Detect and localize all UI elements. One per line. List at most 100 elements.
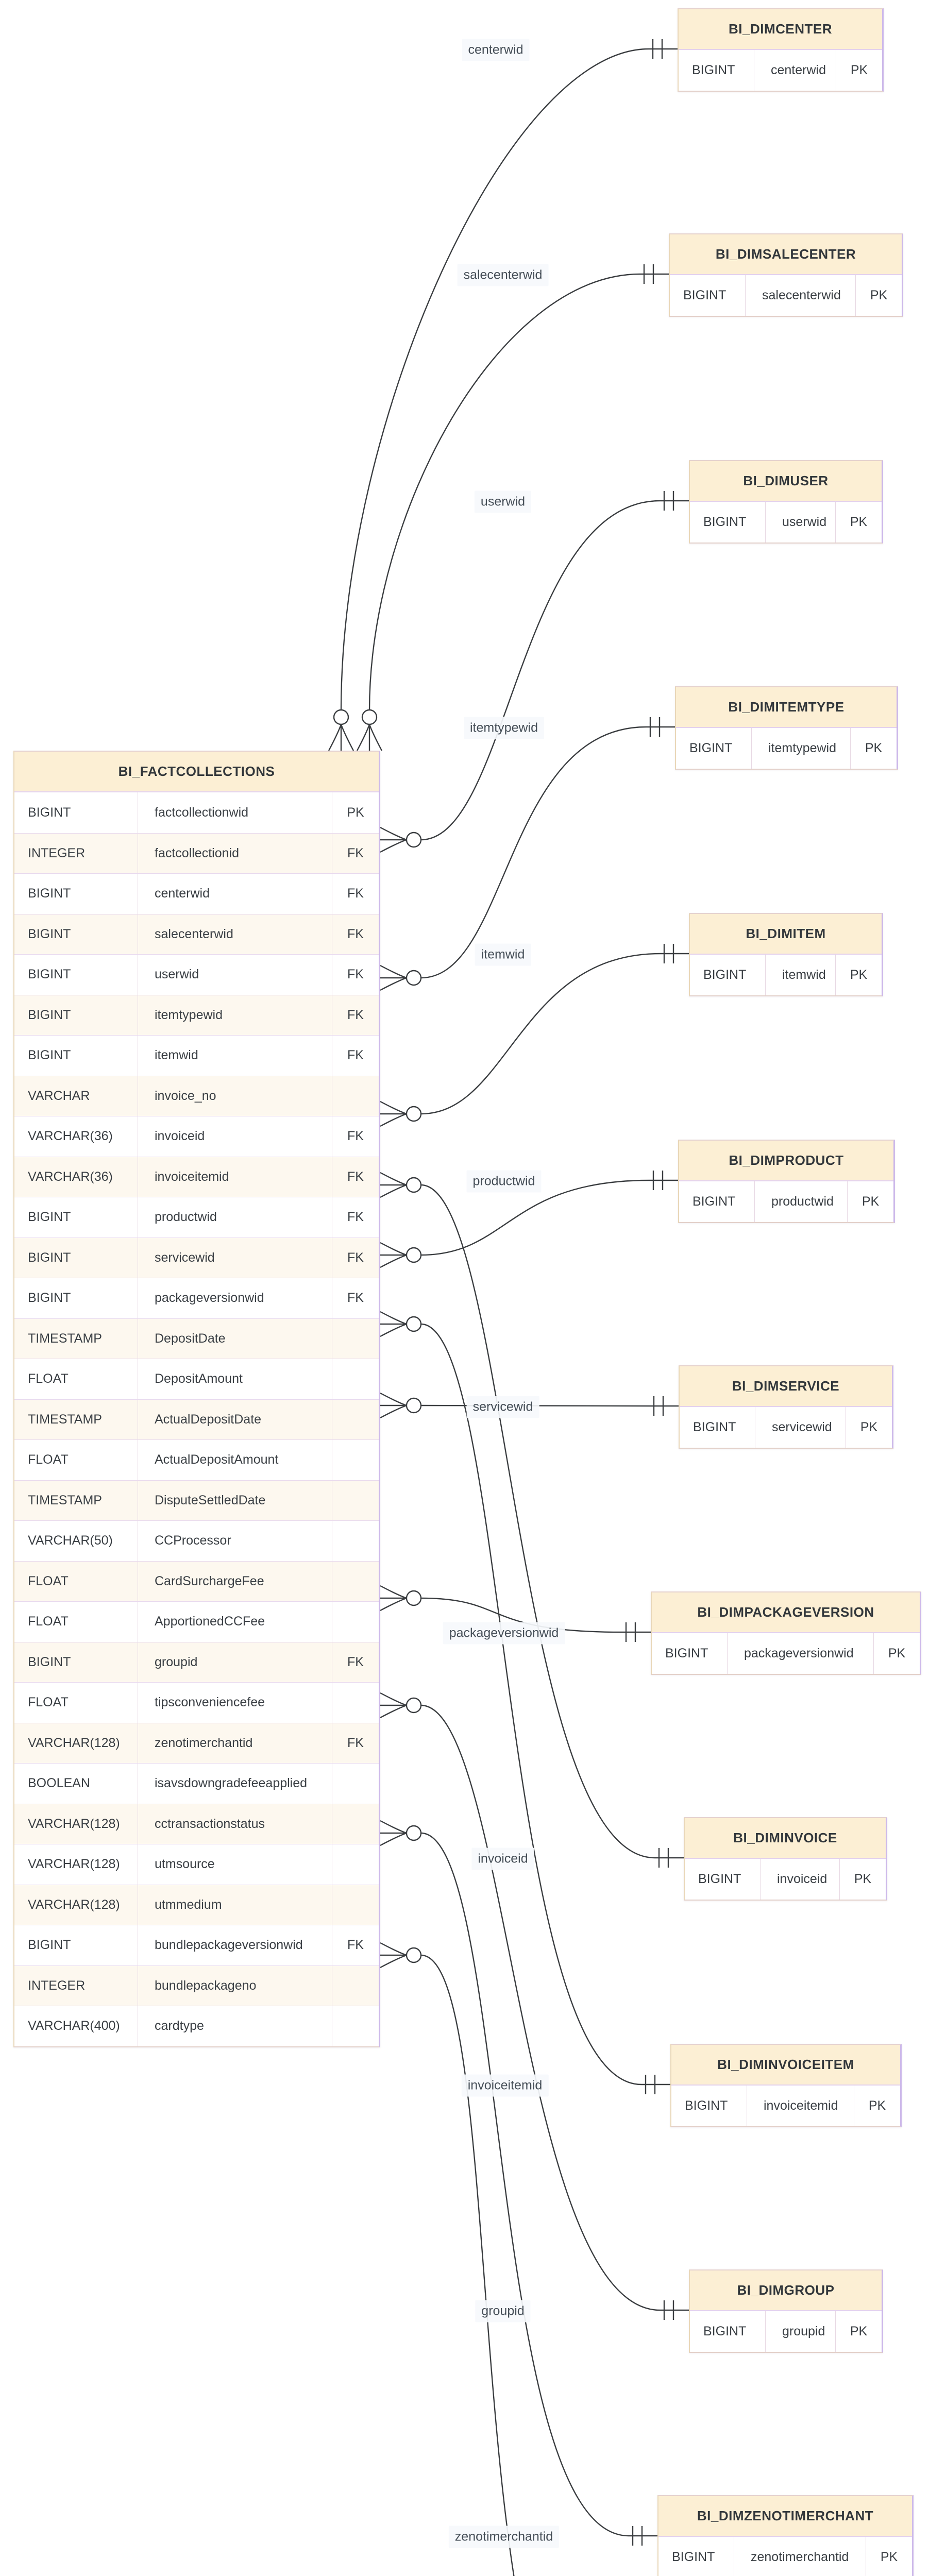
table-title[interactable]: BI_FACTCOLLECTIONS — [14, 752, 379, 792]
column-name: DisputeSettledDate — [138, 1480, 332, 1520]
table-title[interactable]: BI_DIMSERVICE — [680, 1366, 892, 1407]
column-name: utmsource — [138, 1844, 332, 1885]
zero-circle-icon — [406, 970, 422, 986]
one-tick-icon[interactable] — [653, 1396, 664, 1416]
crow-foot-icon[interactable] — [380, 1942, 407, 1969]
relationship-edge-centerwid[interactable] — [340, 48, 678, 710]
column-key-badge: PK — [850, 515, 868, 529]
crow-foot-icon[interactable] — [380, 1311, 407, 1337]
column-key-badge: FK — [347, 1169, 364, 1184]
crow-foot-icon[interactable] — [380, 1392, 407, 1419]
relationship-edge-invoiceid[interactable] — [420, 1184, 684, 1859]
one-tick-icon[interactable] — [663, 944, 674, 963]
column-type: BIGINT — [679, 1181, 755, 1222]
crow-foot-icon[interactable] — [328, 724, 354, 751]
one-tick-icon[interactable] — [652, 1171, 664, 1190]
table-title[interactable]: BI_DIMZENOTIMERCHANT — [658, 2496, 912, 2537]
table-title[interactable]: BI_DIMCENTER — [679, 9, 882, 50]
relationship-edge-groupid[interactable] — [420, 1704, 689, 2311]
table-row: VARCHAR(50)CCProcessor — [14, 1520, 379, 1561]
relationship-edge-itemwid[interactable] — [420, 953, 689, 1115]
column-name: factcollectionid — [138, 833, 332, 873]
one-tick-icon[interactable] — [663, 2300, 674, 2320]
column-key-badge: PK — [880, 2550, 898, 2564]
one-tick-icon[interactable] — [625, 1622, 636, 1642]
crow-foot-icon[interactable] — [380, 964, 407, 991]
table-title[interactable]: BI_DIMITEMTYPE — [676, 687, 897, 728]
relationship-edge-userwid[interactable] — [420, 500, 689, 841]
column-key-badge — [332, 1319, 379, 1359]
relationship-edge-packageversionwid[interactable] — [420, 1597, 651, 1633]
relationship-edge-zenotimerchantid[interactable] — [420, 1832, 657, 2537]
column-key-badge: PK — [850, 63, 868, 77]
table-title[interactable]: BI_DIMSALECENTER — [670, 234, 902, 275]
column-type: BOOLEAN — [14, 1764, 138, 1804]
column-name: ActualDepositDate — [138, 1399, 332, 1439]
relationship-edge-productwid[interactable] — [420, 1179, 678, 1256]
column-key-badge: FK — [347, 1735, 364, 1750]
one-tick-icon[interactable] — [652, 39, 663, 59]
crow-foot-icon[interactable] — [380, 1692, 407, 1719]
crow-foot-icon[interactable] — [380, 1820, 407, 1846]
table-title[interactable]: BI_DIMINVOICEITEM — [671, 2045, 900, 2086]
column-type: BIGINT — [14, 1036, 138, 1076]
column-key-badge: FK — [347, 1291, 364, 1306]
one-tick-icon[interactable] — [649, 717, 661, 737]
relationship-edge-salecenterwid[interactable] — [368, 273, 669, 710]
column-type: FLOAT — [14, 1561, 138, 1601]
table-row: VARCHAR(400)cardtype — [14, 2006, 379, 2046]
column-key-badge: PK — [868, 2098, 886, 2113]
relationship-edge-itemtypewid[interactable] — [420, 726, 675, 979]
one-tick-icon[interactable] — [632, 2526, 643, 2546]
crow-foot-icon[interactable] — [380, 1172, 407, 1198]
one-tick-icon[interactable] — [658, 1848, 669, 1868]
column-key-badge: FK — [347, 1654, 364, 1669]
crow-foot-icon[interactable] — [380, 1100, 407, 1127]
table-row: VARCHAR(128)utmsource — [14, 1844, 379, 1885]
column-key-badge — [332, 1804, 379, 1844]
table-title[interactable]: BI_DIMPRODUCT — [679, 1141, 893, 1181]
column-key-badge — [332, 1400, 379, 1440]
table-title[interactable]: BI_DIMITEM — [690, 914, 882, 955]
crow-foot-icon[interactable] — [356, 724, 383, 751]
column-key-badge — [332, 1076, 379, 1116]
relationship-label-productwid: productwid — [466, 1170, 542, 1193]
table-title[interactable]: BI_DIMPACKAGEVERSION — [652, 1592, 920, 1633]
relationship-edge-invoiceitemid[interactable] — [420, 1323, 670, 2086]
relationship-edge-bundlepackageversionwid[interactable] — [420, 1954, 629, 2576]
crow-foot-icon[interactable] — [380, 826, 407, 853]
table-title[interactable]: BI_DIMINVOICE — [685, 1818, 886, 1859]
relationship-edge-servicewid[interactable] — [420, 1404, 679, 1407]
crow-foot-icon[interactable] — [380, 1242, 407, 1268]
one-tick-icon[interactable] — [643, 264, 654, 284]
one-tick-icon[interactable] — [663, 491, 674, 511]
table-title[interactable]: BI_DIMGROUP — [690, 2270, 882, 2311]
crow-foot-icon[interactable] — [380, 1585, 407, 1612]
column-name: cctransactionstatus — [138, 1804, 332, 1844]
table-title[interactable]: BI_DIMUSER — [690, 461, 882, 502]
one-tick-icon[interactable] — [645, 2075, 656, 2094]
